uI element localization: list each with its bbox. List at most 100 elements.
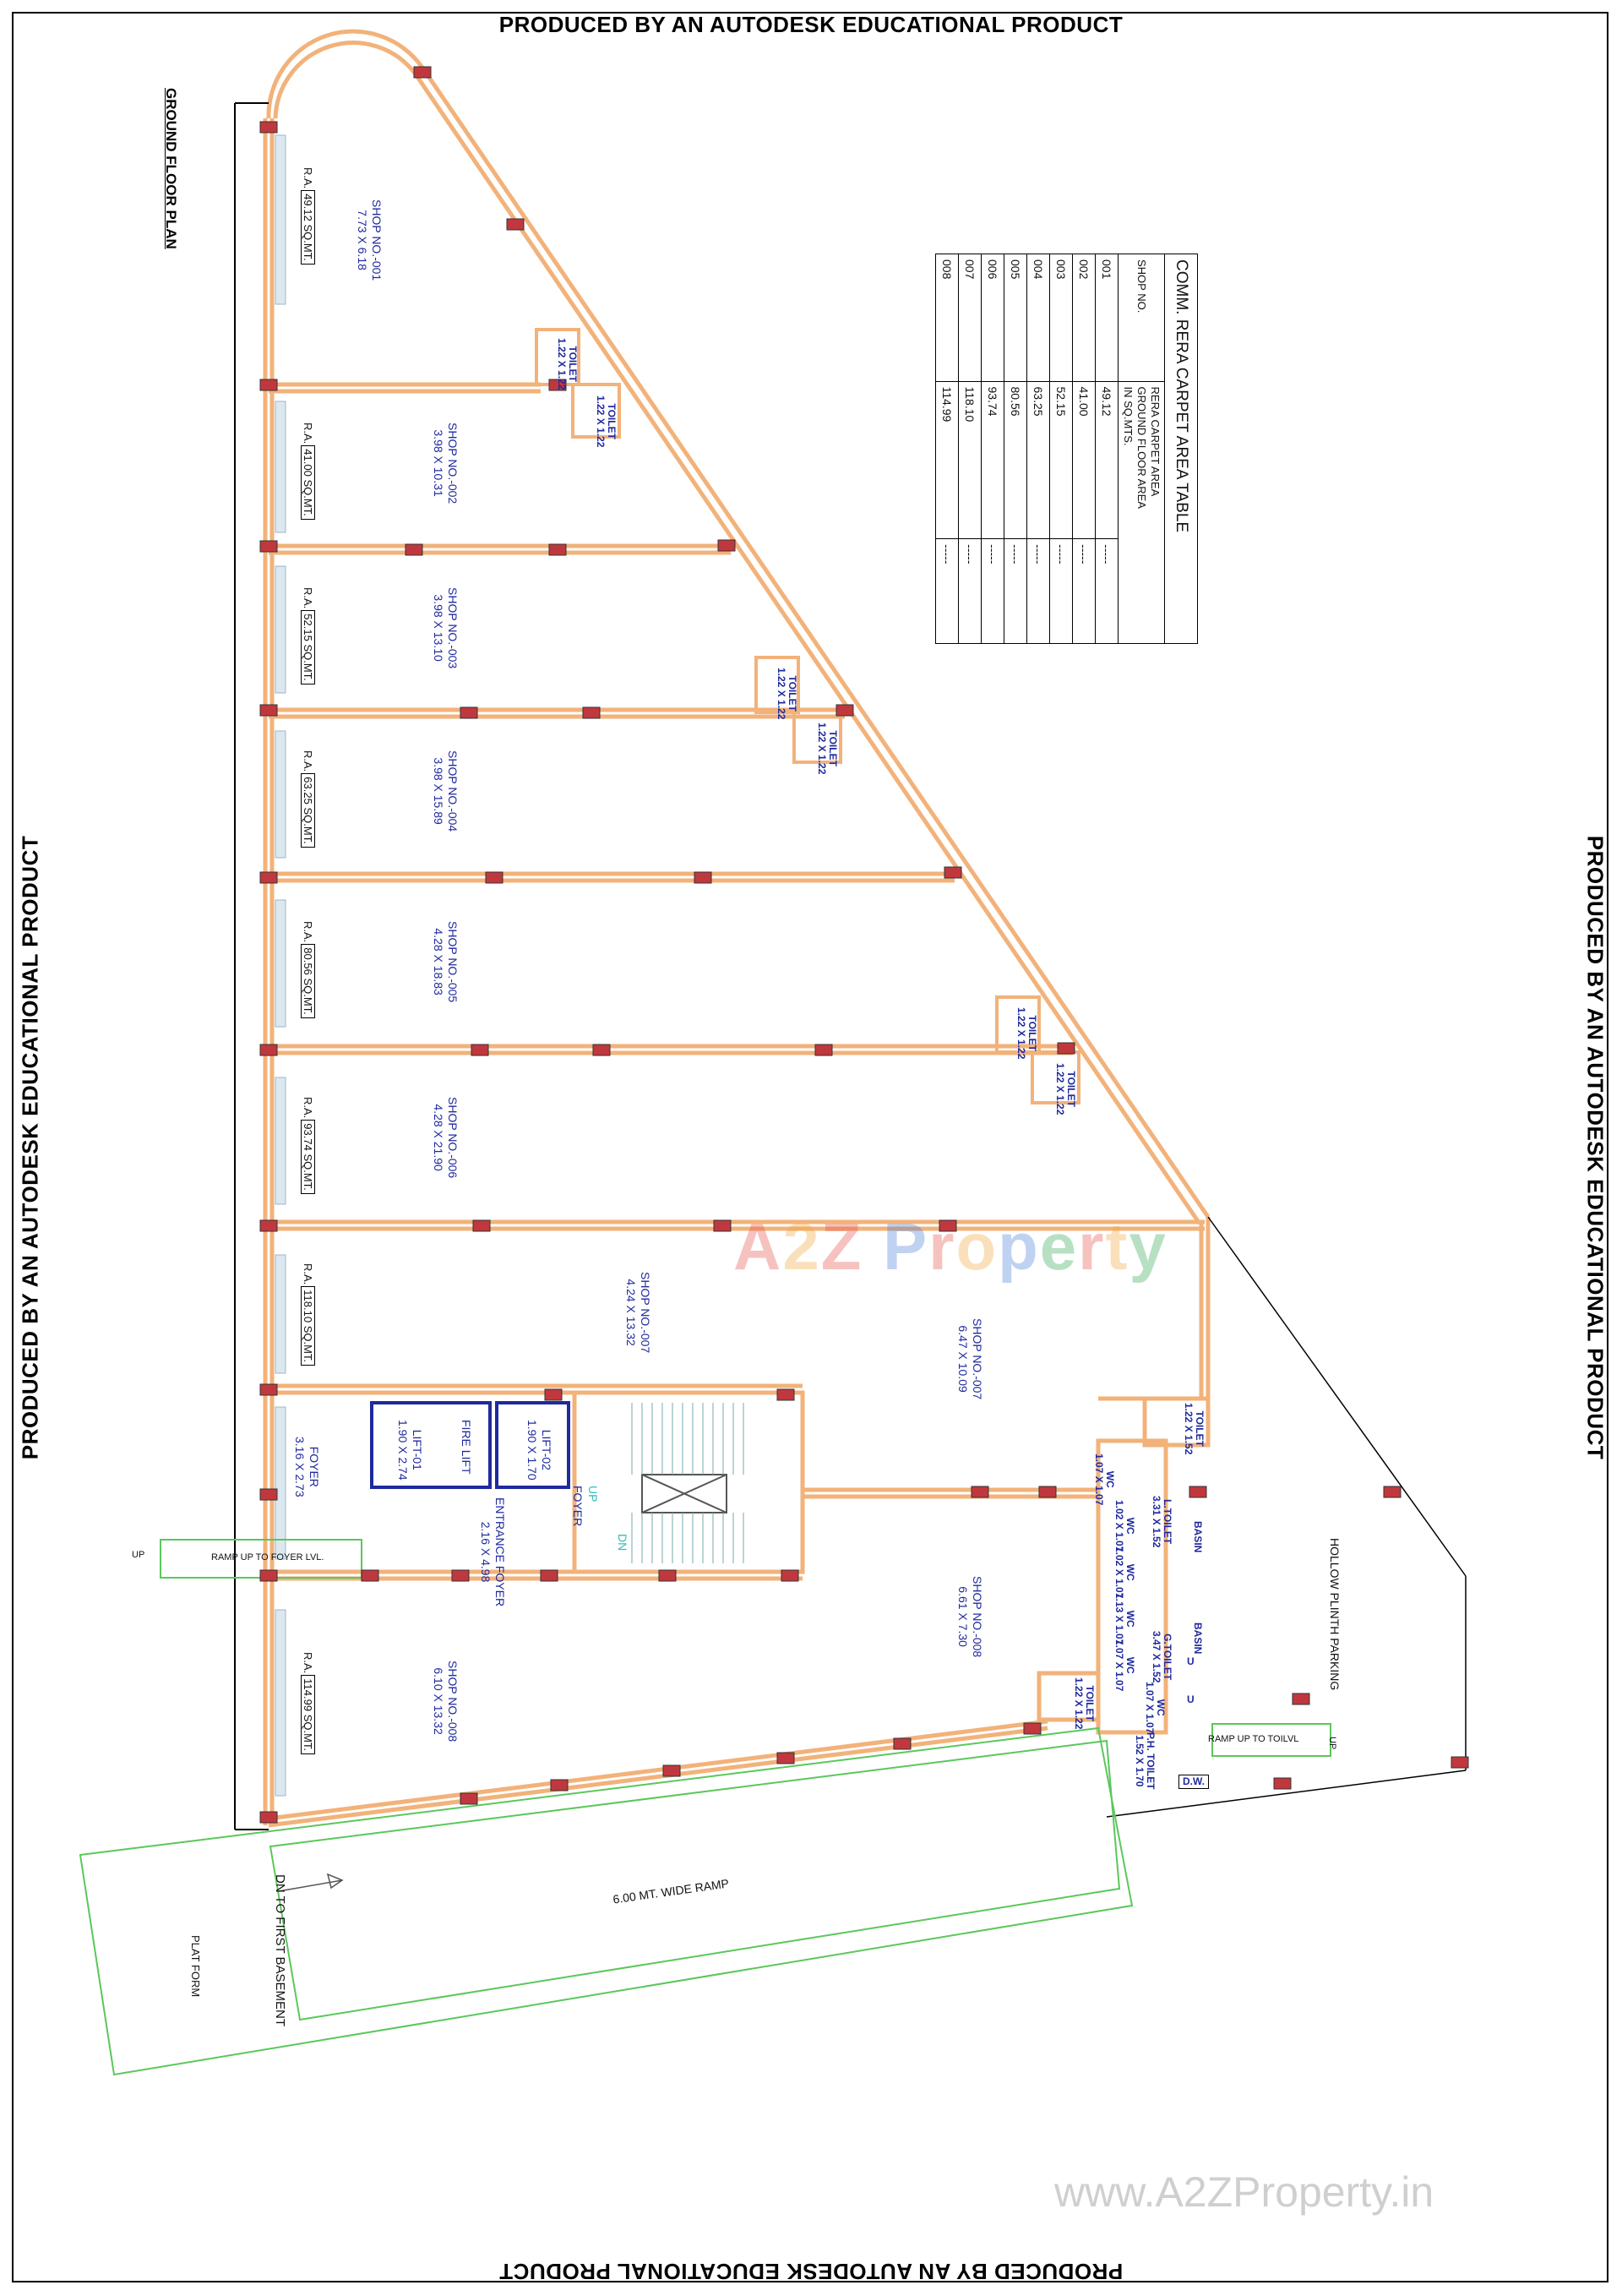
- dw-label: D.W.: [1178, 1775, 1209, 1789]
- column-mark: [544, 1388, 563, 1401]
- column-mark: [1273, 1777, 1292, 1790]
- column-mark: [259, 1219, 278, 1232]
- ramp-arrowhead: [326, 1873, 344, 1890]
- watermark-letter: Z: [820, 1209, 863, 1284]
- watermark-letter: p: [998, 1209, 1040, 1284]
- column-mark: [944, 866, 962, 879]
- plan-title: GROUND FLOOR PLAN: [163, 88, 179, 249]
- watermark-letter: y: [1129, 1209, 1168, 1284]
- table-cell: 52.15: [1049, 381, 1073, 539]
- column-mark: [1292, 1693, 1310, 1705]
- table-cell: -----: [958, 538, 982, 644]
- column-mark: [776, 1388, 795, 1401]
- watermark-letter: P: [883, 1209, 929, 1284]
- column-mark: [1038, 1486, 1057, 1498]
- column-mark: [259, 1569, 278, 1582]
- table-cell: 80.56: [1004, 381, 1027, 539]
- column-mark: [550, 1779, 569, 1792]
- table-cell: 005: [1004, 254, 1027, 382]
- table-cell: 63.25: [1026, 381, 1050, 539]
- column-mark: [259, 871, 278, 884]
- table-cell: -----: [1004, 538, 1027, 644]
- rera-area-label: R.A.93.74 SQ.MT.: [301, 1097, 315, 1194]
- table-cell: 004: [1026, 254, 1050, 382]
- column-mark: [939, 1219, 957, 1232]
- urinal-label: U: [1187, 1693, 1195, 1705]
- table-cell: 93.74: [981, 381, 1004, 539]
- column-mark: [413, 66, 432, 79]
- column-mark: [776, 1752, 795, 1764]
- foyer-2-label: FOYER: [571, 1486, 585, 1527]
- column-mark: [259, 1488, 278, 1501]
- watermark-letter: e: [1039, 1209, 1079, 1284]
- ramp-up-label: UP: [132, 1550, 145, 1560]
- rera-area-label: R.A.41.00 SQ.MT.: [301, 423, 315, 520]
- column-mark: [548, 379, 567, 391]
- column-mark: [814, 1044, 833, 1056]
- table-cell: 002: [1072, 254, 1096, 382]
- watermark-letter: r: [928, 1209, 956, 1284]
- column-mark: [781, 1569, 799, 1582]
- column-mark: [694, 871, 712, 884]
- column-mark: [658, 1569, 677, 1582]
- ramp-outlines: [79, 1539, 1331, 2076]
- stair-treads: [631, 1403, 744, 1563]
- column-mark: [717, 539, 736, 552]
- ramp-arrow: [278, 1879, 343, 1892]
- table-cell: -----: [1072, 538, 1096, 644]
- ramp-up-label: UP: [1327, 1737, 1337, 1750]
- basin-label: BASIN: [1192, 1521, 1204, 1553]
- column-mark: [259, 1044, 278, 1056]
- watermark-letter: [863, 1209, 883, 1284]
- column-mark: [835, 704, 854, 717]
- table-title: COMM. RERA CARPET AREA TABLE: [1164, 254, 1198, 644]
- banner-top: PRODUCED BY AN AUTODESK EDUCATIONAL PROD…: [498, 12, 1124, 37]
- rera-area-label: R.A.63.25 SQ.MT.: [301, 750, 315, 848]
- column-mark: [259, 1811, 278, 1824]
- column-mark: [1189, 1486, 1207, 1498]
- watermark-letter: r: [1078, 1209, 1106, 1284]
- column-mark: [259, 121, 278, 134]
- column-mark: [1451, 1756, 1469, 1769]
- ramp-foyer-label: RAMP UP TO FOYER LVL.: [211, 1552, 324, 1562]
- column-mark: [662, 1764, 681, 1777]
- table-cell: 41.00: [1072, 381, 1096, 539]
- column-mark: [713, 1219, 732, 1232]
- column-mark: [460, 706, 478, 719]
- basin-label: BASIN: [1192, 1622, 1204, 1655]
- rera-area-label: R.A.118.10 SQ.MT.: [301, 1263, 315, 1366]
- column-mark: [471, 1044, 489, 1056]
- column-mark: [460, 1792, 478, 1805]
- watermark-url: www.A2ZProperty.in: [1054, 2168, 1434, 2216]
- column-mark: [361, 1569, 379, 1582]
- table-cell: 006: [981, 254, 1004, 382]
- rera-area-label: R.A.49.12 SQ.MT.: [301, 167, 315, 265]
